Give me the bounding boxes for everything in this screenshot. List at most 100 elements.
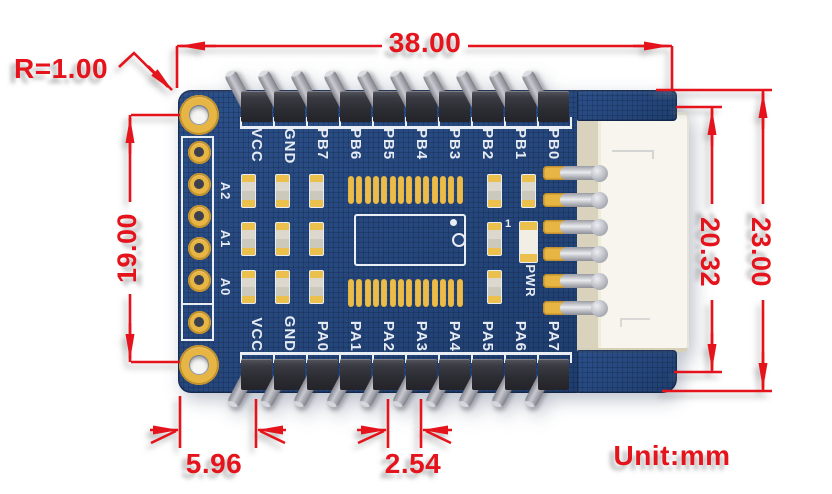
ic-pad [431, 176, 438, 204]
dim-corner-radius-label: R=1.00 [14, 53, 109, 84]
ic-pad [448, 176, 455, 204]
analog-label: A2 [218, 181, 233, 201]
silk-tick [470, 353, 473, 363]
pin-label: VCC [248, 128, 265, 163]
silk-tick [371, 117, 374, 127]
silk-tick [404, 117, 407, 127]
dim-board-height-label: 23.00 [746, 216, 776, 288]
ic-pad [439, 176, 446, 204]
smd-component [520, 174, 536, 208]
led-label: PWR [523, 264, 538, 298]
header-block [504, 359, 536, 390]
power-led [518, 221, 538, 263]
ic-pad [381, 279, 388, 307]
silk-tick [371, 353, 374, 363]
pin-label: PA7 [545, 320, 562, 352]
header-block [240, 359, 272, 390]
smd-component [308, 270, 324, 304]
header-block [273, 91, 305, 122]
smd-component [308, 222, 324, 256]
dim-board-width-label: 38.00 [388, 27, 462, 58]
ic-pad [348, 279, 354, 307]
ic-pad [431, 279, 438, 307]
pin-label: PA0 [314, 320, 331, 352]
pin-label: GND [281, 315, 298, 352]
smd-component [274, 174, 290, 208]
pin-label: PA4 [446, 320, 463, 352]
silk-tick [404, 353, 407, 363]
silk-tick [503, 353, 506, 363]
ic-pad [406, 176, 413, 204]
ic-pad [356, 279, 363, 307]
silk-tick [239, 353, 242, 363]
hole-box [181, 136, 214, 341]
silk-line-top [240, 126, 572, 129]
connector-mark-top [612, 150, 654, 159]
header-block [438, 91, 470, 122]
ic-pad [381, 176, 388, 204]
smd-component [240, 222, 256, 256]
ic-pad [389, 279, 396, 307]
ic-pad [414, 279, 421, 307]
header-block [273, 359, 305, 390]
silk-tick [569, 353, 572, 363]
connector-pin-cap [591, 272, 608, 290]
pin-label: PA1 [347, 320, 364, 352]
pin-label: VCC [248, 317, 265, 352]
dim-hole-spacing-label: 19.00 [112, 212, 142, 284]
pin-label: PA5 [479, 320, 496, 352]
ic-pad [373, 176, 380, 204]
silk-tick [437, 117, 440, 127]
header-block [537, 91, 569, 122]
silk-tick [338, 117, 341, 127]
connector-pin-cap [591, 218, 608, 236]
hole-box-divider [181, 303, 214, 305]
silk-tick [338, 353, 341, 363]
header-block [372, 91, 404, 122]
ic-pad [406, 279, 413, 307]
ic-pad [423, 279, 430, 307]
header-block [372, 359, 404, 390]
pin-label: PB7 [314, 128, 331, 161]
header-block [306, 91, 338, 122]
mount-hole-bore [189, 355, 209, 375]
dim-edge-pin-label: 5.96 [185, 448, 243, 479]
through-hole-bore [194, 275, 204, 285]
silk-tick [437, 353, 440, 363]
analog-label: A0 [218, 277, 233, 297]
silk-tick [470, 117, 473, 127]
header-block [504, 91, 536, 122]
silk-tick [305, 353, 308, 363]
smd-component [240, 174, 256, 208]
header-block [240, 91, 272, 122]
ic-notch [452, 233, 466, 247]
pin-label: PB1 [512, 128, 529, 161]
ic-pad [414, 176, 421, 204]
header-block [405, 91, 437, 122]
through-hole-bore [194, 179, 204, 189]
header-block [471, 359, 503, 390]
smd-component [486, 222, 502, 256]
mount-hole-bore [189, 105, 209, 125]
silk-tick [272, 117, 275, 127]
unit-note: Unit:mm [613, 440, 731, 471]
ic-pad [448, 279, 455, 307]
header-block [306, 359, 338, 390]
through-hole-bore [194, 211, 204, 221]
ic-pad [373, 279, 380, 307]
connector-pin-cap [591, 191, 608, 209]
silk-tick [536, 353, 539, 363]
ic-pad [456, 176, 463, 204]
pin-label: PB2 [479, 128, 496, 161]
silk-tick [272, 353, 275, 363]
ic-pad [423, 176, 430, 204]
silk-tick [536, 117, 539, 127]
ic-pad [389, 176, 396, 204]
ic-pad [398, 176, 405, 204]
pcb-tab-top [577, 90, 677, 121]
connector-pin-cap [591, 164, 608, 182]
ic-pad [348, 176, 354, 204]
ic-pad [356, 176, 363, 204]
